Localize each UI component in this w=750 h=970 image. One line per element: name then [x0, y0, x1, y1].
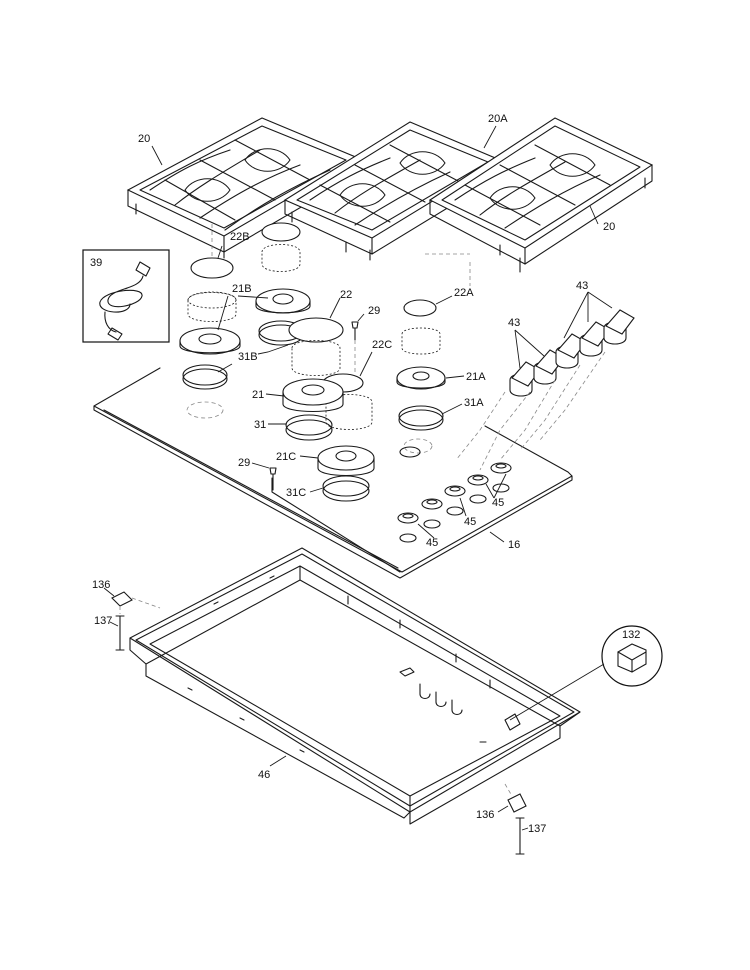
label-29-bottom: 29	[238, 457, 250, 469]
burner-box-pan[interactable]	[129, 547, 581, 825]
label-21a: 21A	[466, 371, 486, 383]
burner-base-21c[interactable]	[299, 445, 375, 476]
burner-cap-22b[interactable]	[190, 245, 234, 279]
label-31c: 31C	[286, 487, 306, 499]
burner-base-21b[interactable]	[179, 288, 311, 355]
label-43-left: 43	[508, 317, 520, 329]
ring-31c[interactable]	[309, 475, 370, 502]
burner-base-21a[interactable]	[396, 366, 465, 390]
label-45-right: 45	[492, 497, 504, 509]
burner-cap-22a[interactable]	[403, 295, 453, 317]
screw-137-left[interactable]	[109, 615, 125, 651]
label-137-left: 137	[94, 615, 112, 627]
label-16: 16	[508, 539, 520, 551]
burner-cap-22[interactable]	[288, 297, 344, 343]
label-22c: 22C	[372, 339, 392, 351]
burner-cap-22b-upper[interactable]	[261, 222, 301, 272]
label-43-right: 43	[576, 280, 588, 292]
burner-head-center-rear	[291, 340, 341, 376]
label-21c: 21C	[276, 451, 296, 463]
label-31b: 31B	[238, 351, 258, 363]
inset-power-cord[interactable]	[82, 249, 170, 343]
label-20a: 20A	[488, 113, 508, 125]
control-knobs[interactable]	[509, 309, 635, 397]
valve-holes	[399, 446, 510, 543]
label-21b: 21B	[232, 283, 252, 295]
label-20-left: 20	[138, 133, 150, 145]
label-20-right: 20	[603, 221, 615, 233]
bracket-136-left[interactable]	[103, 587, 133, 607]
screw-29-top[interactable]	[351, 313, 365, 341]
burner-head-right	[401, 327, 441, 355]
label-29-top: 29	[368, 305, 380, 317]
label-22a: 22A	[454, 287, 474, 299]
label-45-center: 45	[464, 516, 476, 528]
screw-29-bottom[interactable]	[251, 462, 277, 491]
burner-head-back-left	[187, 291, 237, 322]
label-22: 22	[340, 289, 352, 301]
label-45-left: 45	[426, 537, 438, 549]
label-22b: 22B	[230, 231, 250, 243]
bracket-136-right[interactable]	[497, 793, 527, 813]
label-132: 132	[622, 629, 640, 641]
label-46: 46	[258, 769, 270, 781]
part-labels: 20 20A 20 39 22B 21B 22 29 22A 43 43 31B…	[90, 113, 640, 835]
label-31a: 31A	[464, 397, 484, 409]
label-39: 39	[90, 257, 102, 269]
valve-seals[interactable]	[397, 462, 512, 524]
ring-31a[interactable]	[398, 403, 463, 431]
inset-spark-module[interactable]	[601, 625, 663, 687]
grate-right[interactable]	[428, 117, 654, 273]
ring-31b[interactable]	[182, 320, 304, 390]
screw-137-right[interactable]	[515, 817, 529, 855]
ring-31[interactable]	[268, 414, 333, 441]
burner-base-21[interactable]	[265, 378, 344, 412]
label-31: 31	[254, 419, 266, 431]
cooktop-top-panel[interactable]	[93, 367, 573, 579]
label-21: 21	[252, 389, 264, 401]
label-136-right: 136	[476, 809, 494, 821]
label-137-right: 137	[528, 823, 546, 835]
label-136-left: 136	[92, 579, 110, 591]
